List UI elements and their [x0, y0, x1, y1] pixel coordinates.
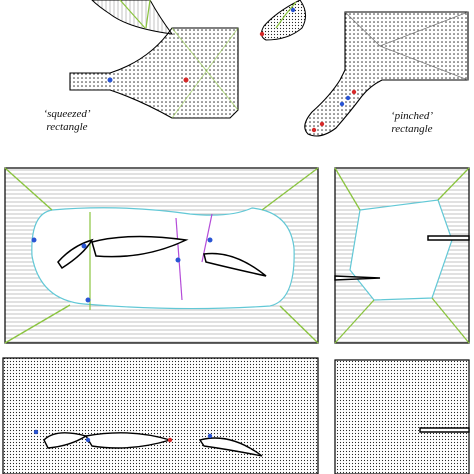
pinched-rectangle — [304, 11, 469, 137]
fish-tail-shape — [91, 0, 174, 35]
caption-squeezed-line2: rectangle — [46, 121, 88, 133]
slotted-rectangle — [334, 167, 470, 344]
caption-pinched-line1: ‘pinched’ — [390, 110, 434, 122]
three-airfoil-point-mesh — [2, 357, 319, 474]
caption-pinched-line2: rectangle — [391, 123, 433, 135]
droplet-shape — [259, 0, 306, 41]
slotted-point-mesh — [334, 359, 470, 474]
caption-squeezed-line1: ‘squeezed’ — [43, 108, 91, 120]
three-airfoil-frame — [4, 167, 319, 344]
caption-pinched-rectangle: ‘pinched’ rectangle — [372, 110, 452, 136]
squeezed-rectangle — [69, 27, 239, 119]
caption-squeezed-rectangle: ‘squeezed’ rectangle — [32, 108, 102, 134]
